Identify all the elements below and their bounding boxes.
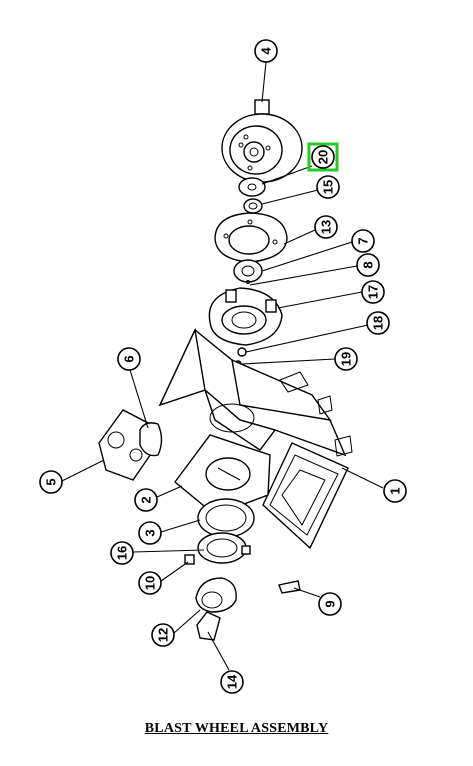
leader-lines xyxy=(61,61,384,671)
callout-label: 17 xyxy=(366,285,381,299)
callout-label: 3 xyxy=(143,529,158,536)
part-liner-16 xyxy=(197,532,251,564)
callout-label: 7 xyxy=(356,237,371,244)
part-spout-12 xyxy=(195,577,237,613)
callout-label: 8 xyxy=(361,261,376,268)
part-flange-13 xyxy=(214,212,288,263)
callout-3: 3 xyxy=(138,521,162,545)
part-clip-10 xyxy=(184,554,195,565)
part-plate-14 xyxy=(196,611,221,641)
callout-18: 18 xyxy=(366,311,390,335)
part-pin-18 xyxy=(237,347,247,357)
callout-1: 1 xyxy=(383,479,407,503)
callout-highlight xyxy=(307,142,339,172)
callout-9: 9 xyxy=(318,592,342,616)
part-housing xyxy=(158,327,353,457)
part-washer-20 xyxy=(238,177,266,197)
callout-label: 5 xyxy=(44,478,59,485)
callout-16: 16 xyxy=(110,541,134,565)
callout-label: 18 xyxy=(371,316,386,330)
part-impeller-17 xyxy=(208,287,283,346)
callout-13: 13 xyxy=(314,215,338,239)
callout-10: 10 xyxy=(138,571,162,595)
part-ring-3 xyxy=(197,498,255,538)
callout-6: 6 xyxy=(117,347,141,371)
callout-label: 6 xyxy=(122,355,137,362)
callout-label: 2 xyxy=(139,496,154,503)
part-arm-6 xyxy=(139,422,163,457)
callout-label: 1 xyxy=(388,487,403,494)
callout-label: 12 xyxy=(156,628,171,642)
callout-8: 8 xyxy=(356,253,380,277)
diagram-title: BLAST WHEEL ASSEMBLY xyxy=(144,721,329,736)
callout-label: 19 xyxy=(339,352,354,366)
part-hub-7 xyxy=(233,259,263,284)
callout-label: 20 xyxy=(316,150,331,164)
part-bracket-9 xyxy=(278,580,301,594)
callout-14: 14 xyxy=(220,670,244,694)
callout-label: 4 xyxy=(259,47,274,55)
callout-label: 13 xyxy=(319,220,334,234)
part-seal-15 xyxy=(243,198,263,214)
part-motor xyxy=(221,99,303,183)
callout-label: 9 xyxy=(323,600,338,607)
callout-label: 15 xyxy=(321,180,336,194)
callout-7: 7 xyxy=(351,229,375,253)
callout-label: 16 xyxy=(115,546,130,560)
callout-15: 15 xyxy=(316,175,340,199)
callout-label: 10 xyxy=(143,576,158,590)
part-cover-1 xyxy=(262,442,349,550)
callout-20: 20 xyxy=(307,142,339,172)
callout-5: 5 xyxy=(39,470,63,494)
callout-17: 17 xyxy=(361,280,385,304)
callout-19: 19 xyxy=(334,347,358,371)
callout-12: 12 xyxy=(151,623,175,647)
callout-4: 4 xyxy=(254,39,278,63)
callout-label: 14 xyxy=(225,674,240,689)
callout-2: 2 xyxy=(134,488,158,512)
